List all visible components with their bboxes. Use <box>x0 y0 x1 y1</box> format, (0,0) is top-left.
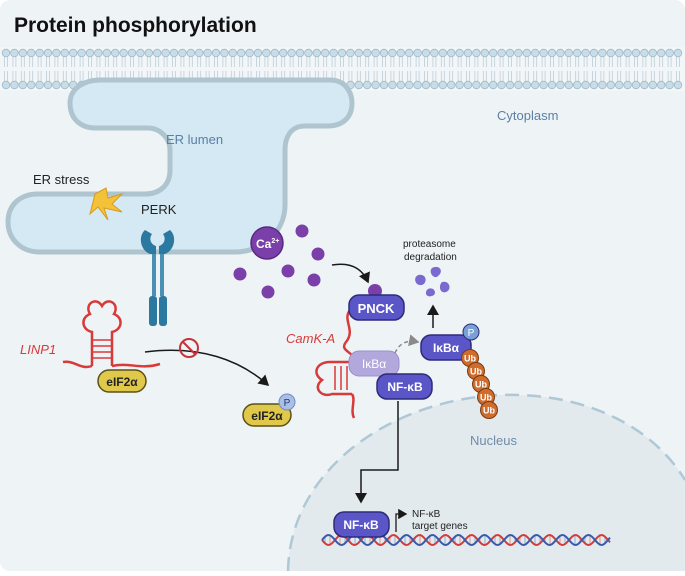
svg-text:NF-κB: NF-κB <box>343 518 379 532</box>
ubiquitin-label: Ub <box>480 393 492 403</box>
nfkb-complex-protein: NF-κB <box>376 373 433 400</box>
ikba-release-arrow <box>394 334 420 354</box>
proteasome-label-line1: proteasome <box>403 239 456 250</box>
er-lumen-label: ER lumen <box>166 132 223 147</box>
er-stress-label: ER stress <box>33 172 90 187</box>
svg-text:PNCK: PNCK <box>358 301 395 316</box>
pnck-protein: PNCK <box>348 284 405 321</box>
eif2a-protein: eIF2α <box>97 369 147 393</box>
svg-text:IκBα: IκBα <box>433 341 460 355</box>
ubiquitin-label: Ub <box>464 354 476 364</box>
page-title: Protein phosphorylation <box>14 14 257 37</box>
target-genes-label-line1: NF-κB <box>412 509 441 520</box>
perk-label: PERK <box>141 202 177 217</box>
proteasome-label-line2: degradation <box>404 252 457 263</box>
ikba-phosphorylated-protein: IκBα P <box>420 323 480 361</box>
phosphorylation-arrow <box>144 349 270 386</box>
ubiquitin-5 <box>480 401 498 419</box>
translocation-arrow <box>355 401 399 504</box>
ubiquitin-label: Ub <box>475 380 487 390</box>
dna-helix-icon <box>321 533 611 547</box>
inhibition-icon <box>179 338 199 358</box>
ikba-protein: IκBα <box>348 350 400 377</box>
svg-text:NF-κB: NF-κB <box>387 380 423 394</box>
cytoplasm-label: Cytoplasm <box>497 108 558 123</box>
calcium-arrow <box>331 263 370 284</box>
linp1-label: LINP1 <box>20 342 56 357</box>
svg-text:IκBα: IκBα <box>362 357 386 371</box>
svg-text:eIF2α: eIF2α <box>251 409 283 423</box>
calcium-ions <box>233 224 325 299</box>
svg-text:eIF2α: eIF2α <box>106 375 138 389</box>
linp1-rna-icon <box>62 300 161 369</box>
lightning-icon <box>89 187 124 221</box>
ubiquitin-label: Ub <box>470 367 482 377</box>
eif2a-phosphorylated: eIF2α P <box>242 393 296 427</box>
perk-receptor-icon <box>140 230 175 326</box>
target-genes-label-line2: target genes <box>412 521 468 532</box>
nucleus-label: Nucleus <box>470 433 517 448</box>
proteasome-degradation-icon <box>415 266 450 297</box>
transcription-arrow <box>395 508 408 532</box>
calcium-label: Ca2+ <box>256 237 279 251</box>
camk-a-label: CamK-A <box>286 331 335 346</box>
nfkb-nuclear-protein: NF-κB <box>333 511 390 538</box>
ubiquitin-label: Ub <box>483 406 495 416</box>
svg-text:P: P <box>284 398 291 409</box>
svg-text:P: P <box>468 328 475 339</box>
